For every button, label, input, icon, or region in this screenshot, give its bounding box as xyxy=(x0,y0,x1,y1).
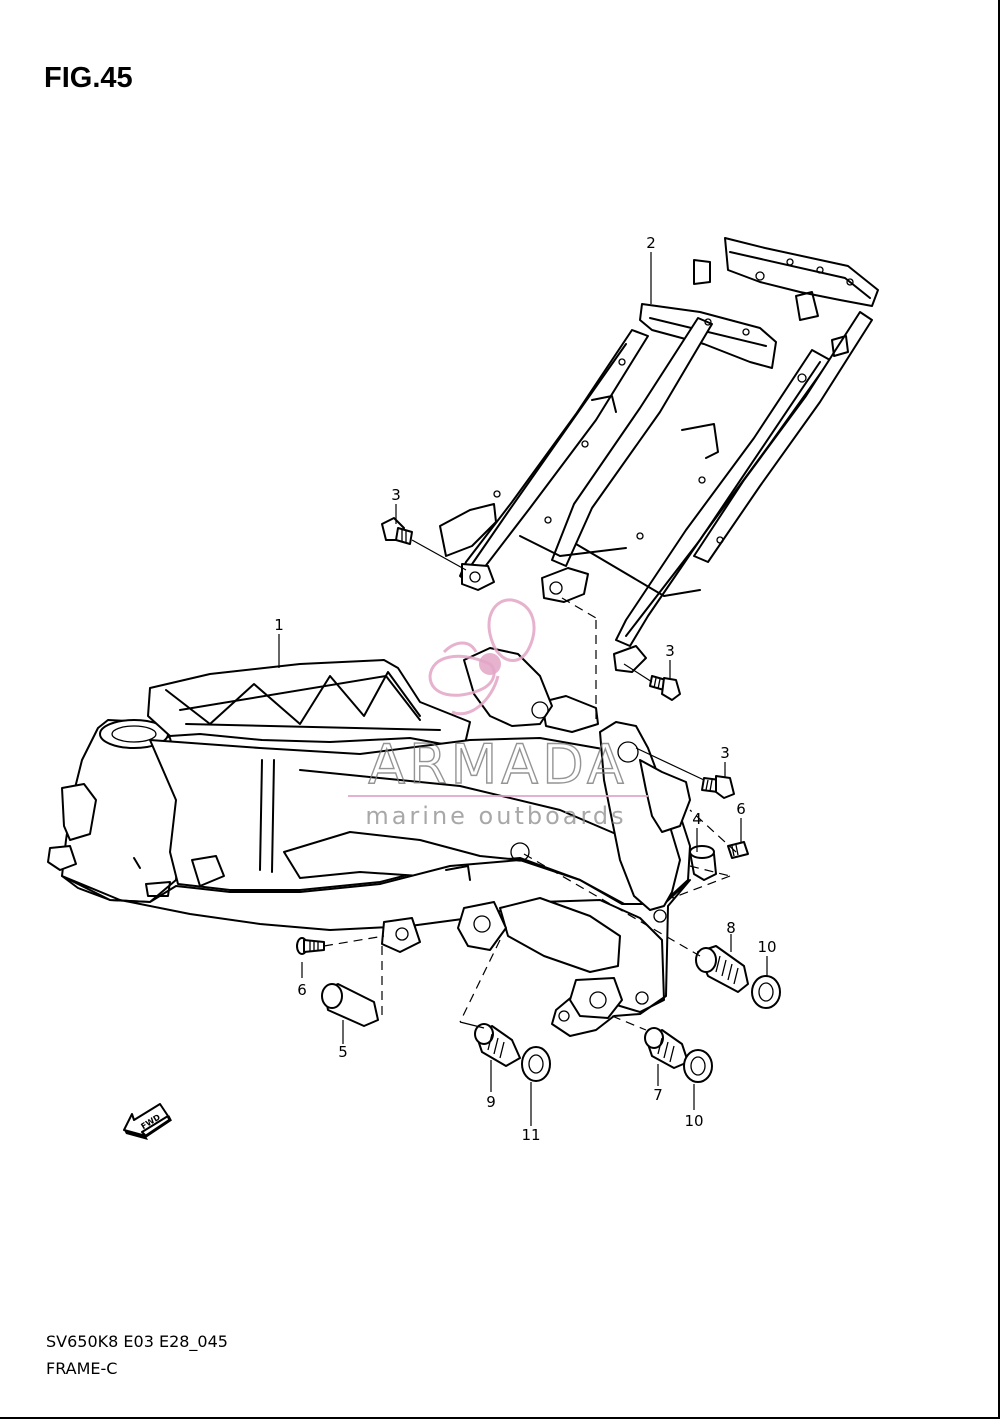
part-10-nut-right xyxy=(751,975,781,1009)
figure-title: FIG.45 xyxy=(44,62,133,94)
callout-8: 8 xyxy=(726,919,736,937)
forward-direction-arrow: FWD xyxy=(123,1103,172,1140)
watermark-brand: ARMADA xyxy=(368,733,628,796)
callout-3-lower: 3 xyxy=(720,744,730,762)
armada-watermark: ARMADA marine outboards xyxy=(348,598,648,830)
watermark-tagline: marine outboards xyxy=(365,802,626,830)
callout-9: 9 xyxy=(486,1093,496,1111)
callout-7: 7 xyxy=(653,1086,663,1104)
callout-2: 2 xyxy=(646,234,656,252)
callout-10-right: 10 xyxy=(757,938,776,956)
part-11-nut xyxy=(521,1046,551,1082)
part-3-bolt-lower xyxy=(701,775,735,799)
model-code: SV650K8 E03 E28_045 xyxy=(46,1332,228,1351)
part-10-nut-lower xyxy=(683,1049,713,1083)
callout-11: 11 xyxy=(521,1126,540,1144)
part-6-bolt-right xyxy=(727,841,749,859)
callout-3-upper: 3 xyxy=(391,486,401,504)
part-5-collar xyxy=(321,983,379,1027)
callout-6-right: 6 xyxy=(736,800,746,818)
part-7-adjuster xyxy=(644,1027,689,1069)
section-name: FRAME-C xyxy=(46,1359,118,1378)
part-4-collar xyxy=(689,845,717,881)
callout-10-lower: 10 xyxy=(684,1112,703,1130)
part-3-bolt-middle xyxy=(649,675,681,701)
part-6-bolt-left xyxy=(296,937,325,955)
callout-4: 4 xyxy=(692,810,702,828)
callout-labels: 1 2 3 3 3 4 5 6 6 7 8 9 10 10 11 xyxy=(274,234,776,1144)
callout-5: 5 xyxy=(338,1043,348,1061)
assembly-lines xyxy=(278,252,768,1126)
callout-3-middle: 3 xyxy=(665,642,675,660)
part-2-rear-subframe xyxy=(439,237,879,673)
part-9-adjuster xyxy=(474,1023,521,1067)
callout-6-left: 6 xyxy=(297,981,307,999)
callout-1: 1 xyxy=(274,616,284,634)
part-8-adjuster xyxy=(695,945,749,993)
part-1-main-frame xyxy=(47,647,691,1037)
propeller-logo xyxy=(428,598,536,716)
part-3-bolt-upper xyxy=(381,517,413,545)
